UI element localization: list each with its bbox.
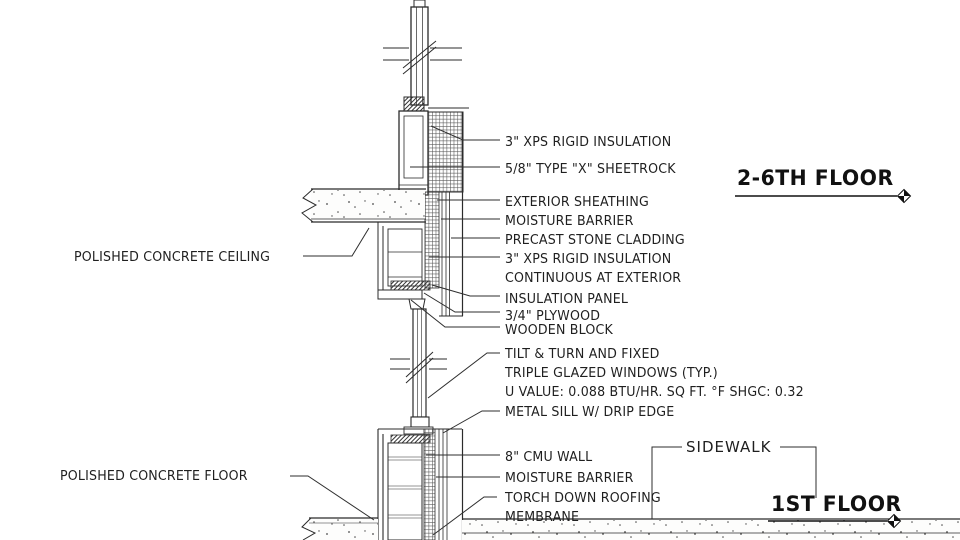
callout-line: TRIPLE GLAZED WINDOWS (TYP.) bbox=[505, 366, 718, 381]
sidewalk-bracket bbox=[651, 446, 817, 519]
callout-cmu-wall: 8" CMU WALL bbox=[505, 450, 593, 465]
upper-level-datum bbox=[735, 188, 912, 204]
level-label-1st-floor: 1ST FLOOR bbox=[771, 492, 902, 516]
callout-metal-sill: METAL SILL W/ DRIP EDGE bbox=[505, 405, 675, 420]
cmu-wall-assembly bbox=[377, 428, 464, 540]
callout-line: U VALUE: 0.088 BTU/HR. SQ FT. °F SHGC: 0… bbox=[505, 385, 804, 400]
callout-line: 3" XPS RIGID INSULATION bbox=[505, 252, 672, 267]
callout-line: MEMBRANE bbox=[505, 510, 580, 525]
level-label-2-6th-floor: 2-6TH FLOOR bbox=[737, 166, 894, 190]
window-head-assembly bbox=[398, 96, 469, 196]
callout-window-spec: TILT & TURN AND FIXED TRIPLE GLAZED WIND… bbox=[505, 345, 804, 402]
lower-level-datum bbox=[768, 513, 902, 529]
lower-window-mullion bbox=[390, 308, 447, 418]
sidewalk-slab bbox=[462, 518, 960, 540]
level-marker-icon bbox=[896, 188, 912, 204]
callout-polished-concrete-floor: POLISHED CONCRETE FLOOR bbox=[60, 469, 248, 484]
callout-polished-concrete-ceiling: POLISHED CONCRETE CEILING bbox=[74, 250, 271, 265]
callout-moisture-barrier-lower: MOISTURE BARRIER bbox=[505, 471, 634, 486]
callout-xps-insulation-top: 3" XPS RIGID INSULATION bbox=[505, 135, 672, 150]
callout-line: TILT & TURN AND FIXED bbox=[505, 347, 660, 362]
callout-exterior-sheathing: EXTERIOR SHEATHING bbox=[505, 195, 649, 210]
concrete-ceiling-slab bbox=[301, 188, 426, 223]
callout-insulation-panel: INSULATION PANEL bbox=[505, 292, 629, 307]
upper-window-mullion bbox=[383, 0, 462, 106]
callout-wooden-block: WOODEN BLOCK bbox=[505, 323, 614, 338]
callout-sheetrock: 5/8" TYPE "X" SHEETROCK bbox=[505, 162, 676, 177]
slab-edge-framing bbox=[377, 222, 425, 300]
leader-lines bbox=[290, 125, 500, 536]
concrete-floor-slab bbox=[301, 517, 378, 540]
callout-line: TORCH DOWN ROOFING bbox=[505, 491, 661, 506]
callout-torch-down-roofing: TORCH DOWN ROOFING MEMBRANE bbox=[505, 489, 661, 527]
callout-precast-stone-cladding: PRECAST STONE CLADDING bbox=[505, 233, 685, 248]
level-marker-icon bbox=[886, 513, 902, 529]
callout-moisture-barrier-upper: MOISTURE BARRIER bbox=[505, 214, 634, 229]
callout-line: CONTINUOUS AT EXTERIOR bbox=[505, 271, 682, 286]
callout-xps-continuous: 3" XPS RIGID INSULATION CONTINUOUS AT EX… bbox=[505, 250, 681, 288]
wooden-block-sill bbox=[377, 280, 431, 310]
exterior-wall-layers bbox=[424, 112, 464, 317]
sidewalk-label: SIDEWALK bbox=[686, 438, 772, 456]
callout-plywood: 3/4" PLYWOOD bbox=[505, 309, 601, 324]
